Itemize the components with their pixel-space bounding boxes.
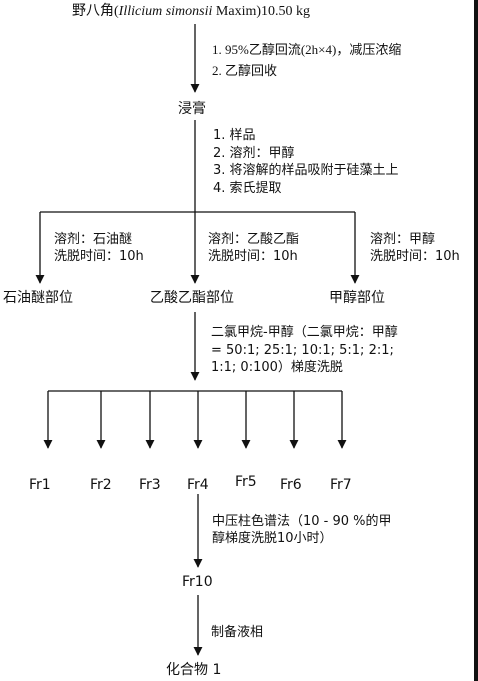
meoh-solvent: 溶剂：甲醇	[370, 232, 436, 247]
fraction-fr6: Fr6	[280, 477, 302, 493]
gradient-line1: 二氯甲烷-甲醇（二氯甲烷：甲醇	[211, 325, 398, 340]
step2-line1: 1. 样品	[213, 128, 256, 143]
step2-line4: 4. 索氏提取	[213, 181, 282, 196]
meoh-time: 洗脱时间：10h	[370, 249, 460, 264]
fraction-fr7: Fr7	[330, 477, 352, 493]
ea-part: 乙酸乙酯部位	[150, 290, 234, 306]
start-author: Maxim	[215, 4, 257, 19]
start-latin: Illicium simonsii	[118, 4, 213, 19]
gradient-line3: 1:1; 0:100）梯度洗脱	[211, 360, 343, 375]
pe-part: 石油醚部位	[3, 290, 73, 306]
prep-label: 制备液相	[211, 625, 264, 640]
step1-line2: 2. 乙醇回收	[212, 63, 278, 78]
fraction-fr3: Fr3	[139, 477, 161, 493]
mplc-line2: 醇梯度洗脱10小时）	[212, 531, 333, 546]
fraction-fr1: Fr1	[29, 477, 51, 493]
step2-line2: 2. 溶剂：甲醇	[213, 146, 295, 161]
mplc-line1: 中压柱色谱法（10 - 90 %的甲	[212, 514, 392, 529]
pe-solvent: 溶剂：石油醚	[54, 232, 133, 247]
ea-time: 洗脱时间：10h	[208, 249, 298, 264]
step2-line3: 3. 将溶解的样品吸附于硅藻土上	[213, 163, 399, 178]
fraction-fr2: Fr2	[90, 477, 112, 493]
extract-label: 浸膏	[178, 101, 206, 117]
fraction-fr5: Fr5	[235, 474, 257, 490]
meoh-part: 甲醇部位	[329, 290, 385, 306]
pe-time: 洗脱时间：10h	[54, 249, 144, 264]
start-amount: 10.50 kg	[261, 4, 311, 19]
ea-solvent: 溶剂：乙酸乙酯	[208, 232, 300, 247]
start-material: 野八角(Illicium simonsii Maxim)10.50 kg	[72, 4, 311, 19]
fraction-fr4: Fr4	[187, 477, 209, 493]
fraction-fr10: Fr10	[182, 574, 213, 590]
right-border	[474, 0, 478, 681]
gradient-line2: = 50:1; 25:1; 10:1; 5:1; 2:1;	[211, 343, 394, 358]
start-name: 野八角	[72, 4, 114, 19]
compound-label: 化合物 1	[166, 662, 222, 678]
step1-line1: 1. 95%乙醇回流(2h×4)，减压浓缩	[212, 42, 402, 57]
